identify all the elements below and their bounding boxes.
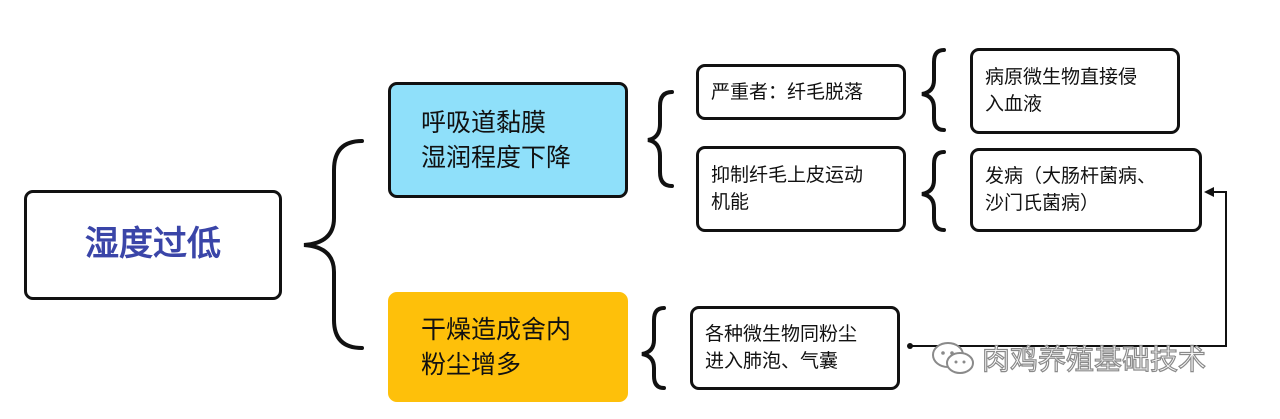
wechat-icon	[932, 342, 974, 374]
node-disease-onset: 发病（大肠杆菌病、 沙门氏菌病）	[970, 148, 1202, 232]
node-pathogen-into-blood: 病原微生物直接侵 入血液	[970, 48, 1180, 134]
brace-severe	[921, 48, 946, 132]
node-microbes-into-lungs: 各种微生物同粉尘 进入肺泡、气囊	[690, 306, 900, 390]
node-dust-increase: 干燥造成舍内 粉尘增多	[388, 292, 628, 402]
brace-dust	[641, 306, 666, 390]
arrow-microbe-to-disease	[910, 191, 1227, 347]
node-cilia-shedding: 严重者：纤毛脱落	[696, 64, 906, 120]
brace-mucosa	[647, 90, 674, 188]
node-mucosa-moisture-drop: 呼吸道黏膜 湿润程度下降	[388, 82, 628, 198]
brace-root	[303, 139, 364, 350]
watermark: 肉鸡养殖基础技术	[930, 338, 1207, 378]
node-inhibit-cilia-motion: 抑制纤毛上皮运动 机能	[696, 146, 906, 232]
watermark-text: 肉鸡养殖基础技术	[981, 342, 1207, 376]
node-root-low-humidity: 湿度过低	[24, 190, 282, 300]
brace-inhibit	[921, 150, 946, 232]
